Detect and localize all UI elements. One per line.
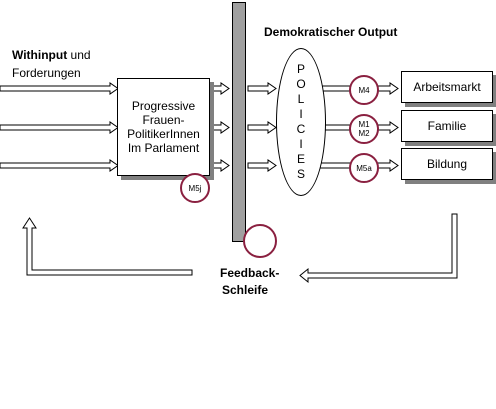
marker-m1-m2: M1 M2 [349,114,379,144]
parliament-box: Progressive Frauen- PolitikerInnen Im Pa… [117,78,210,176]
parliament-line-3: PolitikerInnen [127,127,200,141]
output-box-arbeitsmarkt: Arbeitsmarkt [401,71,493,103]
input-title-rest: und [67,48,91,62]
parliament-line-4: Im Parlament [127,141,200,155]
input-arrow-3 [0,159,119,172]
output-title: Demokratischer Output [264,25,398,39]
policies-ellipse: P O L I C I E S [276,48,326,196]
feedback-label-line-1: Feedback- [220,266,280,280]
marker-m1-label: M1 [358,120,370,129]
policies-letter: P [296,62,305,76]
feedback-arrow-left [22,217,193,276]
policies-letter: S [296,167,305,181]
box-to-bar-arrow-1 [209,82,230,95]
bar-to-policies-arrow-1 [247,82,277,95]
input-subtitle: Forderungen [12,66,81,80]
feedback-arrow-right [299,213,458,284]
policies-letter: E [296,152,305,166]
policies-letter: I [299,107,303,121]
feedback-label-line-2: Schleife [222,283,269,297]
output-box-familie: Familie [401,110,493,142]
bar-circle-marker [243,224,277,258]
policies-letter: C [296,122,306,136]
box-to-bar-arrow-2 [209,121,230,134]
parliament-bar [232,2,246,242]
policies-letter: L [297,92,305,106]
marker-m5a: M5a [349,153,379,183]
box-to-bar-arrow-3 [209,159,230,172]
policies-letter: O [296,77,306,91]
input-title: Withinput und [12,48,91,62]
input-arrow-1 [0,82,119,95]
output-box-bildung: Bildung [401,148,493,180]
bar-to-policies-arrow-3 [247,159,277,172]
bar-to-policies-arrow-2 [247,121,277,134]
marker-m4: M4 [349,75,379,105]
parliament-line-2: Frauen- [142,113,185,127]
marker-m2-label: M2 [358,129,370,138]
input-arrow-2 [0,121,119,134]
parliament-line-1: Progressive [131,99,196,113]
input-title-bold: Withinput [12,48,68,62]
marker-m5j: M5j [180,173,210,203]
policies-letter: I [299,137,303,151]
